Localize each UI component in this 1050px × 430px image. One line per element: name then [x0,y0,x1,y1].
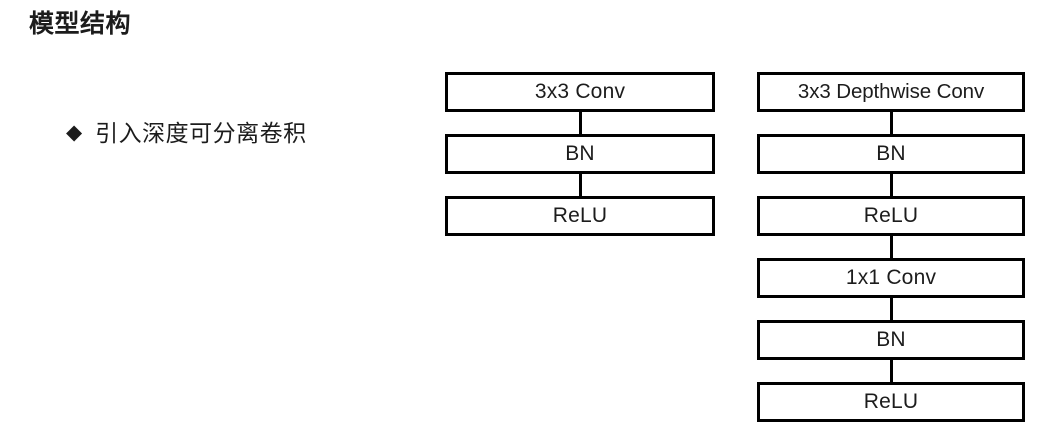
flow-node-label: ReLU [552,204,608,227]
flow-node-label: BN [876,142,906,165]
flow-node-conv3x3: 3x3 Conv [445,72,715,112]
flow-node-label: ReLU [863,204,919,227]
bullet-item-label: 引入深度可分离卷积 [95,120,307,146]
flow-node-label: 3x3 Conv [534,80,626,103]
bullet-item: ◆ 引入深度可分离卷积 [66,120,307,146]
standard-convolution-block: 3x3 Conv BN ReLU [445,72,715,236]
flow-node-label: 3x3 Depthwise Conv [797,80,985,103]
flow-node-label: 1x1 Conv [845,266,937,289]
depthwise-separable-convolution-block: 3x3 Depthwise Conv BN ReLU 1x1 Conv BN R… [757,72,1025,422]
flow-node-label: ReLU [863,390,919,413]
flow-node-conv1x1: 1x1 Conv [757,236,1025,298]
flow-node-bn: BN [445,112,715,174]
flow-node-label: BN [565,142,595,165]
flow-node-bn-2: BN [757,298,1025,360]
flow-node-label: BN [876,328,906,351]
page-title: 模型结构 [29,10,132,38]
flow-node-relu-2: ReLU [757,360,1025,422]
flow-node-bn-1: BN [757,112,1025,174]
diamond-bullet-icon: ◆ [66,120,83,144]
flow-node-relu-1: ReLU [757,174,1025,236]
flow-node-relu: ReLU [445,174,715,236]
flow-node-depthwise-conv3x3: 3x3 Depthwise Conv [757,72,1025,112]
